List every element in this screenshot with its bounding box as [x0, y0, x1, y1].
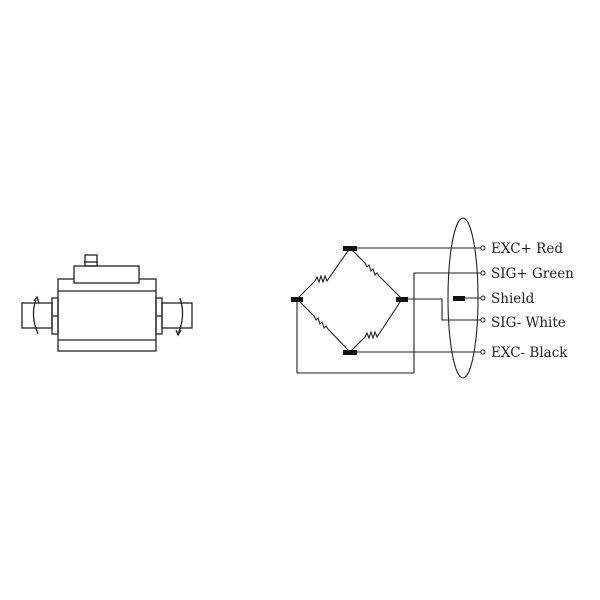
bridge-circuit	[296, 217, 481, 379]
bridge-nodes	[291, 246, 465, 355]
sig-minus-wire	[402, 298, 481, 321]
resistor-icon	[349, 247, 403, 300]
resistor-icon	[296, 298, 351, 353]
resistor-icon	[349, 298, 403, 353]
left-shaft	[21, 302, 53, 329]
sig-plus-wire	[296, 272, 481, 374]
terminal-label-exc-minus: EXC- Black	[491, 345, 568, 361]
right-rotation-arrow-icon	[177, 297, 184, 335]
resistor-icon	[296, 247, 351, 300]
cable-shield-ellipse	[447, 217, 479, 379]
terminal-points	[480, 245, 486, 355]
terminal-labels: EXC+ Red SIG+ Green Shield SIG- White EX…	[491, 241, 574, 361]
sensor-connector	[84, 254, 98, 267]
sensor-top-housing	[73, 265, 140, 284]
terminal-label-sig-minus: SIG- White	[491, 315, 566, 331]
left-rotation-arrow-icon	[32, 299, 39, 335]
torque-sensor-drawing	[21, 254, 193, 352]
terminal-label-exc-plus: EXC+ Red	[491, 241, 563, 257]
terminal-label-shield: Shield	[491, 291, 535, 307]
terminal-label-sig-plus: SIG+ Green	[491, 266, 574, 282]
right-shaft	[161, 302, 193, 329]
